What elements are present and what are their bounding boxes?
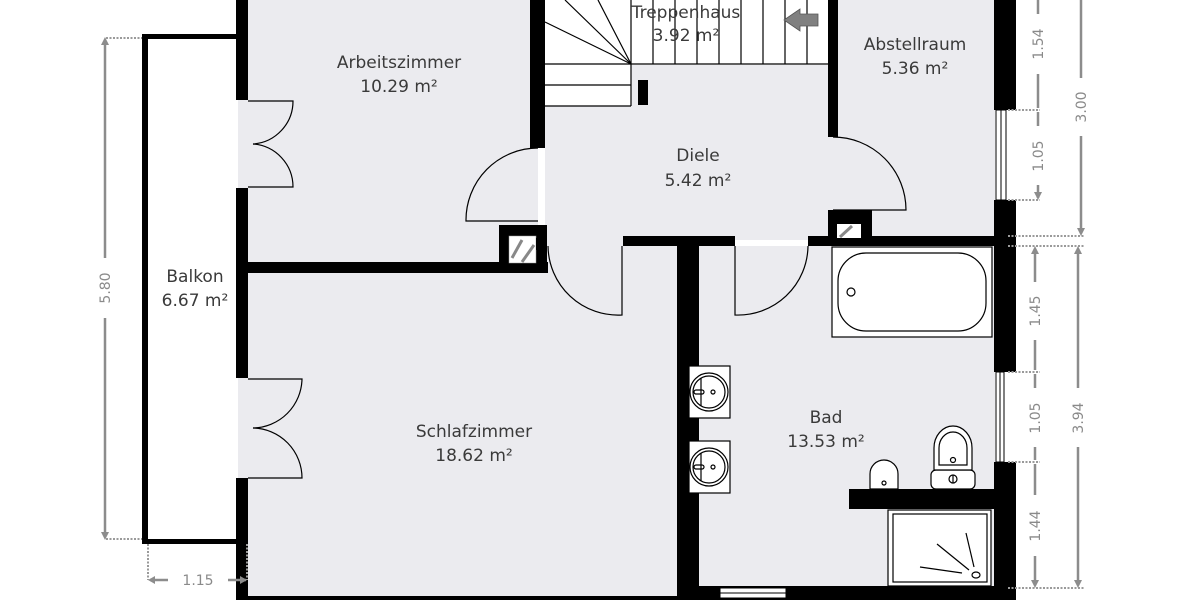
room-area-bad: 13.53 m² bbox=[787, 432, 864, 452]
dim-balkon-width: 1.15 bbox=[182, 573, 213, 589]
floor-abstellraum bbox=[830, 0, 995, 240]
room-area-schlafzimmer: 18.62 m² bbox=[435, 446, 512, 466]
floor-balkon bbox=[148, 40, 238, 540]
room-name-schlafzimmer: Schlafzimmer bbox=[416, 422, 532, 442]
dim-right-upper-window: 1.05 bbox=[1031, 140, 1047, 171]
room-area-treppenhaus: 3.92 m² bbox=[653, 26, 720, 46]
stair-direction-arrow-icon bbox=[783, 8, 819, 32]
room-name-diele: Diele bbox=[676, 146, 719, 166]
room-area-abstellraum: 5.36 m² bbox=[882, 59, 949, 79]
shower-icon bbox=[887, 509, 992, 587]
room-area-arbeitszimmer: 10.29 m² bbox=[360, 77, 437, 97]
dim-right-lower-wall-bottom: 1.44 bbox=[1028, 510, 1044, 541]
staircase bbox=[544, 0, 830, 107]
dim-right-lower-total: 3.94 bbox=[1071, 402, 1087, 433]
bathtub-icon bbox=[831, 246, 993, 338]
sink-icon bbox=[688, 365, 731, 419]
dim-right-upper-wall: 1.54 bbox=[1031, 28, 1047, 59]
dimension-lines bbox=[101, 0, 1085, 589]
bathroom-fixtures bbox=[688, 246, 993, 587]
sink-icon bbox=[688, 440, 731, 494]
floor-diele-doors bbox=[540, 235, 700, 315]
balcony-outline bbox=[142, 0, 248, 544]
room-name-treppenhaus: Treppenhaus bbox=[631, 3, 741, 23]
room-name-balkon: Balkon bbox=[166, 267, 223, 287]
floor-schlafzimmer bbox=[248, 272, 678, 600]
room-labels: Treppenhaus 3.92 m² Arbeitszimmer 10.29 … bbox=[162, 3, 967, 466]
room-name-abstellraum: Abstellraum bbox=[864, 35, 967, 55]
dim-balkon-height: 5.80 bbox=[98, 272, 114, 303]
dim-right-upper-total: 3.00 bbox=[1074, 91, 1090, 122]
dimension-labels: 5.80 1.15 1.54 1.05 3.00 1.45 1.05 1.44 … bbox=[98, 28, 1090, 589]
windows bbox=[719, 109, 1007, 599]
toilet-icon bbox=[930, 425, 976, 490]
room-name-bad: Bad bbox=[810, 408, 843, 428]
doors bbox=[238, 100, 907, 479]
room-name-arbeitszimmer: Arbeitszimmer bbox=[337, 53, 461, 73]
floor-arbeitszimmer bbox=[248, 0, 538, 263]
dim-right-lower-window: 1.05 bbox=[1028, 402, 1044, 433]
room-area-diele: 5.42 m² bbox=[665, 171, 732, 191]
bidet-icon bbox=[869, 459, 899, 490]
room-area-balkon: 6.67 m² bbox=[162, 291, 229, 311]
dim-right-lower-wall-top: 1.45 bbox=[1028, 295, 1044, 326]
